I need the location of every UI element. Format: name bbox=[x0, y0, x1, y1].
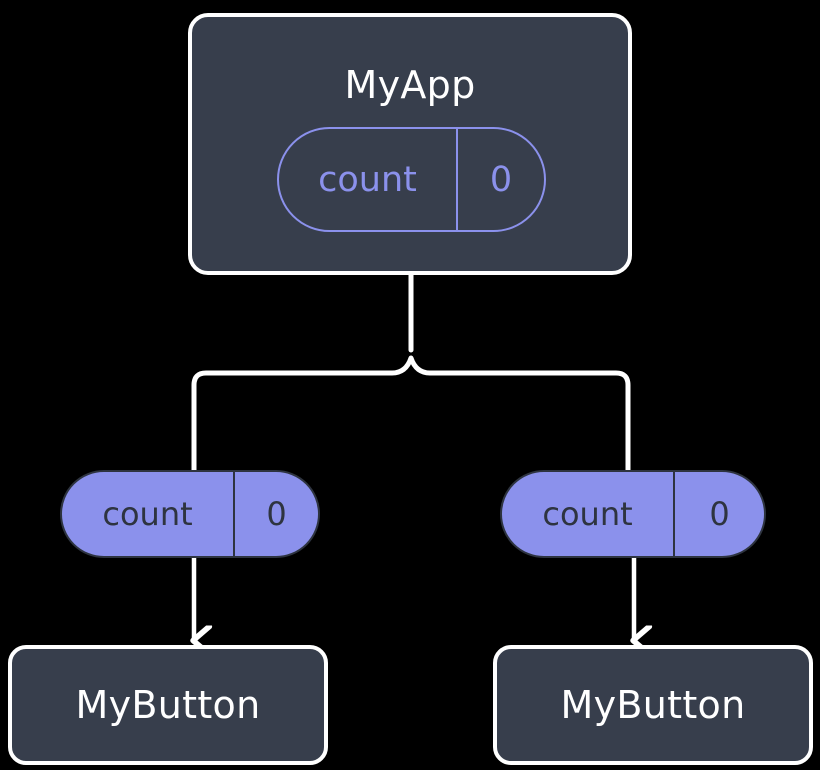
state-key-myapp: count bbox=[318, 159, 417, 200]
state-value-child-left: 0 bbox=[233, 472, 318, 556]
component-node-mybutton-right[interactable]: MyButton bbox=[493, 645, 813, 765]
connector-branch bbox=[191, 355, 631, 473]
state-pill-child-right[interactable]: count 0 bbox=[500, 470, 766, 558]
component-label-myapp: MyApp bbox=[344, 63, 476, 107]
state-value-myapp: 0 bbox=[456, 129, 544, 230]
state-pill-myapp[interactable]: count 0 bbox=[277, 127, 546, 232]
component-label-mybutton-left: MyButton bbox=[75, 683, 261, 727]
state-key-child-right: count bbox=[542, 495, 633, 533]
component-node-mybutton-left[interactable]: MyButton bbox=[8, 645, 328, 765]
state-key-child-left: count bbox=[102, 495, 193, 533]
state-pill-child-left[interactable]: count 0 bbox=[60, 470, 320, 558]
state-value-child-right: 0 bbox=[673, 472, 764, 556]
component-label-mybutton-right: MyButton bbox=[560, 683, 746, 727]
